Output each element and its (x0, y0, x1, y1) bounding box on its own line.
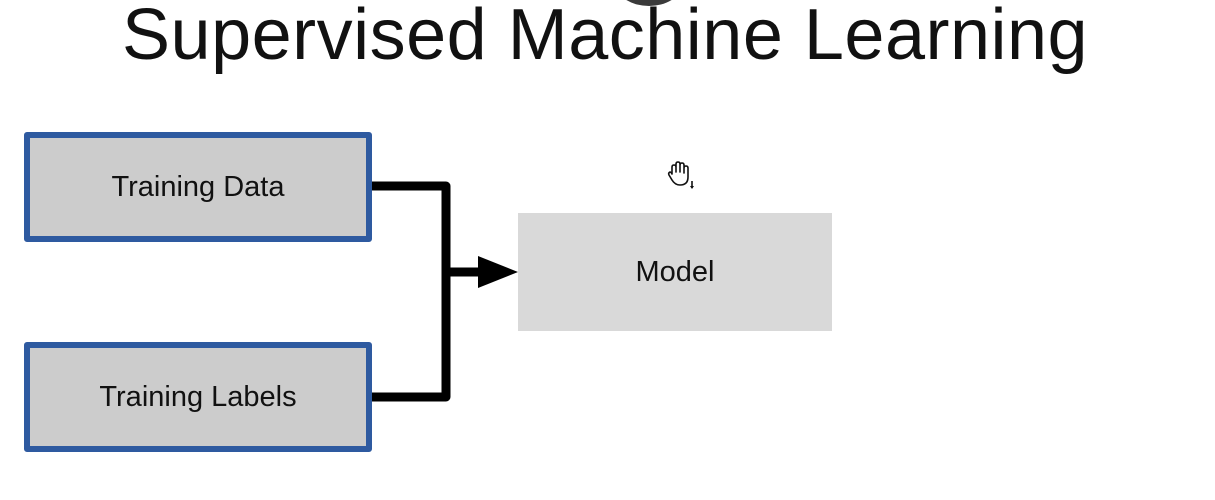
model-box: Model (518, 213, 832, 331)
grab-hand-icon (667, 161, 694, 189)
arrowhead-icon (478, 256, 518, 288)
connector-from-training-labels (361, 267, 451, 402)
slide-title: Supervised Machine Learning (122, 0, 1089, 75)
training-data-box: Training Data (24, 132, 372, 242)
connector-from-training-data (361, 181, 451, 277)
training-labels-box: Training Labels (24, 342, 372, 452)
top-edge-blob (618, 0, 680, 6)
